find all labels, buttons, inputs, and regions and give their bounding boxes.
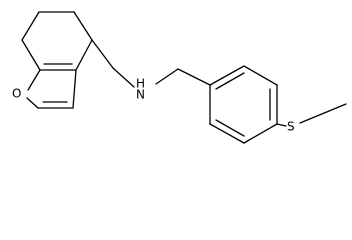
bond <box>155 68 179 85</box>
oxygen-atom-label: O <box>12 87 21 101</box>
bond <box>177 68 211 86</box>
bond <box>112 67 135 88</box>
bond <box>243 123 278 144</box>
bond <box>209 123 245 144</box>
bond <box>72 69 77 109</box>
bond <box>26 97 39 109</box>
bond <box>21 39 41 71</box>
bond <box>21 11 40 41</box>
bond <box>75 39 93 71</box>
bond <box>209 65 245 86</box>
molecule-structure: O H N S <box>12 11 347 144</box>
nitrogen-atom-label: N <box>136 88 145 102</box>
sulfur-atom-label: S <box>287 120 295 134</box>
bond <box>91 39 114 69</box>
bond <box>243 65 278 86</box>
atom-layer: O H N S <box>12 77 295 134</box>
bond <box>276 123 287 127</box>
bond <box>215 119 245 137</box>
bond <box>299 103 347 124</box>
bond-layer <box>21 11 347 144</box>
nitrogen-atom-label: H <box>136 77 145 91</box>
bond <box>73 11 93 41</box>
bond <box>27 69 41 91</box>
bond <box>215 72 245 90</box>
